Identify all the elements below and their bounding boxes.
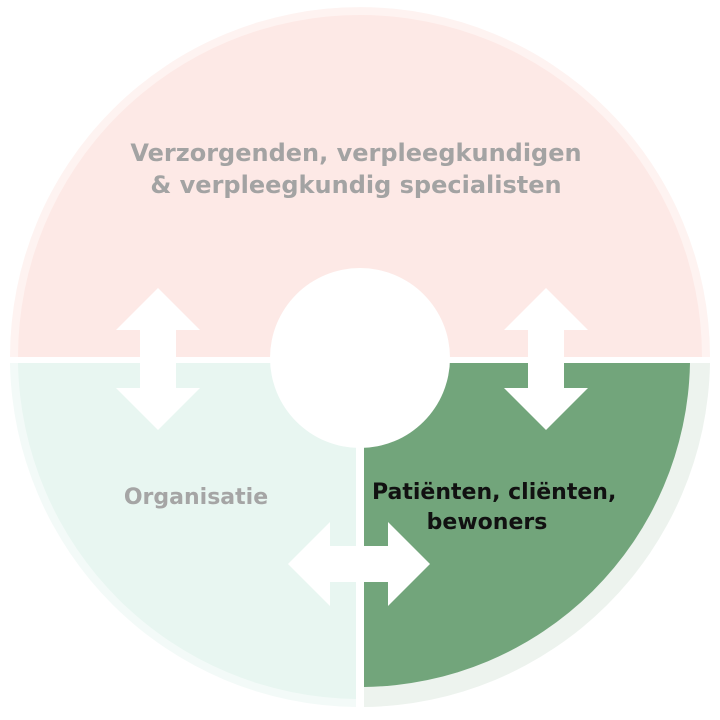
caregivers-label-line2: & verpleegkundig specialisten bbox=[150, 171, 562, 200]
double-arrow-vertical-icon bbox=[116, 288, 200, 430]
caregivers-label: Verzorgenden, verpleegkundigen & verplee… bbox=[0, 137, 712, 202]
double-arrow-vertical-icon bbox=[504, 288, 588, 430]
organisation-label-line1: Organisatie bbox=[123, 485, 269, 510]
patients-label-line1: Patiënten, cliënten, bbox=[372, 480, 617, 505]
double-arrow-horizontal-icon bbox=[288, 522, 430, 606]
organisation-label: Organisatie bbox=[96, 483, 296, 513]
right-segment bbox=[364, 363, 690, 687]
left-segment bbox=[18, 363, 356, 699]
top-segment bbox=[18, 15, 702, 357]
caregivers-label-line1: Verzorgenden, verpleegkundigen bbox=[130, 139, 582, 167]
patients-label-line2: bewoners bbox=[426, 509, 548, 535]
patients-label: Patiënten, cliënten, bewoners bbox=[372, 478, 617, 537]
center-circle bbox=[270, 268, 450, 448]
